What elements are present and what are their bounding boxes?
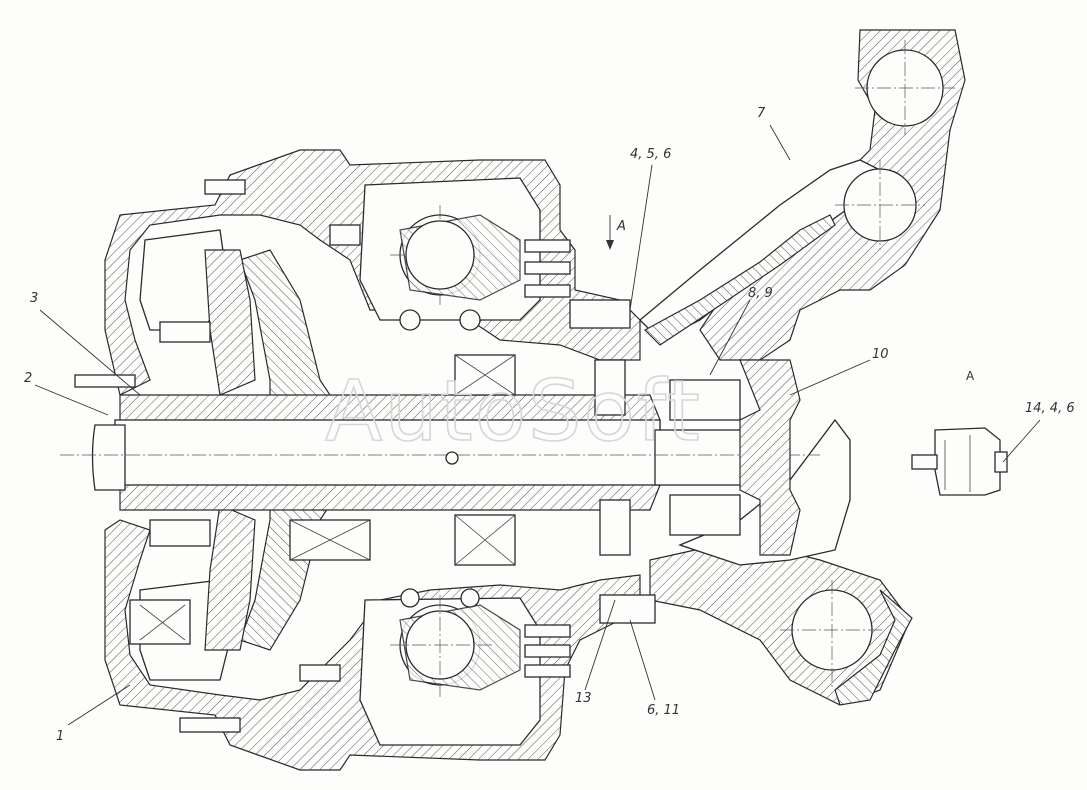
hub-flange bbox=[739, 359, 801, 556]
callout-4-5-6: 4, 5, 6 bbox=[630, 147, 671, 162]
callout-1: 1 bbox=[56, 729, 64, 744]
callout-14-4-6: 14, 4, 6 bbox=[1025, 401, 1075, 416]
view-arrow-label: A bbox=[616, 219, 626, 234]
callout-2: 2 bbox=[24, 371, 32, 386]
shaft bbox=[60, 354, 820, 566]
callout-7: 7 bbox=[757, 106, 766, 121]
bracket-lever bbox=[639, 29, 966, 706]
watermark: AutoSoft bbox=[325, 362, 702, 460]
callout-3: 3 bbox=[30, 291, 38, 306]
callout-8-9: 8, 9 bbox=[748, 286, 773, 301]
callout-10: 10 bbox=[872, 347, 889, 362]
callout-13: 13 bbox=[575, 691, 592, 706]
view-a-title: A bbox=[966, 369, 975, 383]
view-arrow: A bbox=[606, 215, 626, 250]
callout-6-11: 6, 11 bbox=[647, 703, 680, 718]
view-a-detail bbox=[911, 427, 1008, 496]
callouts: 3 2 1 4, 5, 6 7 8, 9 10 14, 4, 6 13 6, 1… bbox=[24, 106, 1075, 744]
